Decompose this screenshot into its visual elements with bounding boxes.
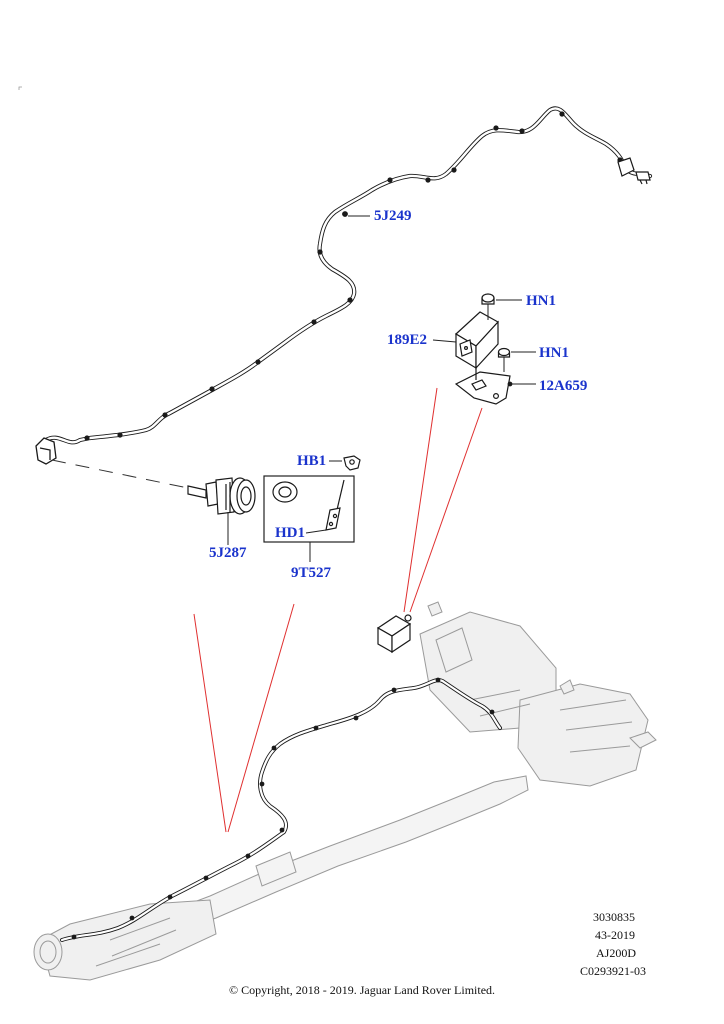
callout-12a659: 12A659	[539, 378, 588, 394]
callout-hd1: HD1	[275, 525, 305, 541]
callout-5j249: 5J249	[374, 208, 412, 224]
reference-illustration-id: C0293921-03	[580, 964, 646, 978]
grommet-icon	[272, 481, 298, 503]
copyright-notice: © Copyright, 2018 - 2019. Jaguar Land Ro…	[228, 983, 496, 997]
callout-hn1-top: HN1	[526, 293, 556, 309]
callout-hb1: HB1	[297, 453, 327, 469]
callout-hn1-lower: HN1	[539, 345, 569, 361]
rear-silencer	[419, 601, 657, 787]
lower-harness	[60, 678, 502, 942]
red-leader-lines	[193, 387, 483, 833]
callout-dot-12a659	[507, 381, 513, 387]
upper-harness-clips	[84, 111, 623, 441]
reference-date: 43-2019	[595, 928, 635, 942]
callout-189e2: 189E2	[387, 332, 428, 348]
harness-end-connector-left	[35, 437, 57, 465]
module-189e2-icon	[455, 311, 499, 370]
reference-number: 3030835	[593, 910, 635, 924]
callout-dot-5j249	[342, 211, 348, 217]
kit-box-9t527	[263, 475, 355, 543]
callout-9t527: 9T527	[291, 565, 332, 581]
leader-hd1	[305, 529, 327, 534]
catalyst-assembly	[33, 899, 217, 981]
module-189e2-installed-icon	[376, 614, 412, 654]
hd1-strap-icon	[325, 479, 345, 531]
hn1-nut-top-icon	[481, 293, 495, 305]
bracket-12a659-icon	[454, 366, 511, 405]
hn1-nut-lower-icon	[497, 347, 511, 358]
lower-harness-clips	[71, 677, 495, 940]
reference-model-code: AJ200D	[595, 946, 636, 960]
corner-mark	[18, 86, 22, 90]
dashed-connection-line	[51, 459, 189, 489]
hb1-clip-icon	[343, 455, 361, 471]
leader-189e2	[432, 339, 457, 343]
callout-5j287: 5J287	[209, 545, 247, 561]
harness-end-connector-right	[617, 157, 651, 185]
sensor-5j287-icon	[187, 477, 256, 515]
